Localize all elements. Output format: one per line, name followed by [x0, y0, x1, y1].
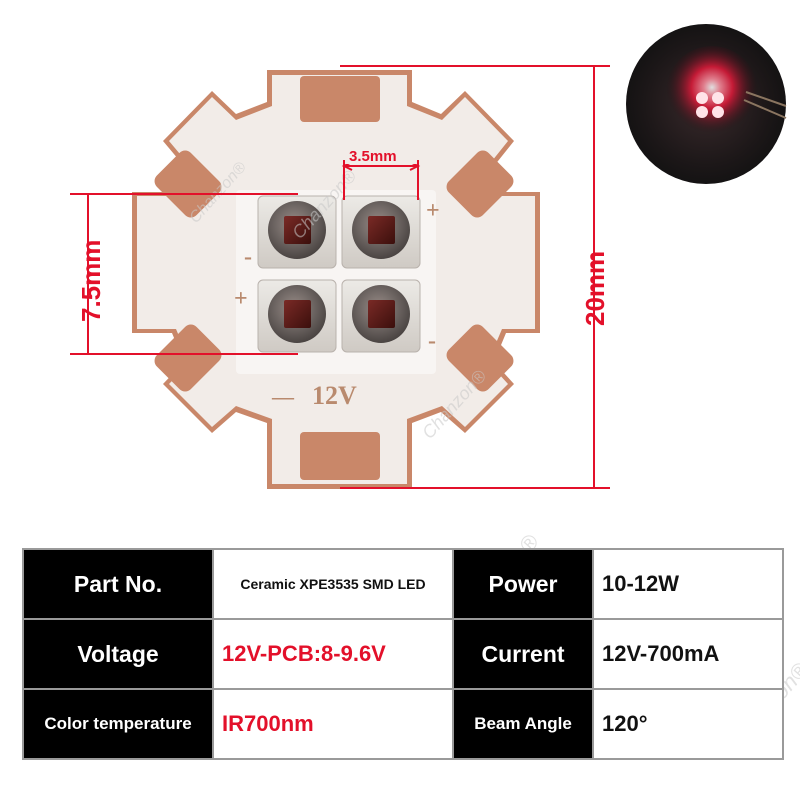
- led-emitter: [257, 279, 337, 353]
- pitch-label: 3.5mm: [349, 148, 397, 165]
- spec-key-voltage: Voltage: [22, 618, 214, 690]
- polarity-minus-right: -: [428, 328, 436, 354]
- pad-top-left: [154, 150, 222, 218]
- dimension-diameter: [340, 65, 610, 489]
- led-emitter: [257, 195, 337, 269]
- spec-key-power: Power: [452, 548, 594, 620]
- spec-value-current: 12V-700mA: [592, 618, 784, 690]
- pitch-label-bg: [346, 144, 416, 164]
- spec-key-current: Current: [452, 618, 594, 690]
- table-row: Part No. Ceramic XPE3535 SMD LED Power 1…: [22, 548, 784, 620]
- spec-key-color-temperature: Color temperature: [22, 688, 214, 760]
- height-label: 7.5mm: [76, 240, 106, 322]
- spec-value-part-no: Ceramic XPE3535 SMD LED: [212, 548, 454, 620]
- spec-table: Part No. Ceramic XPE3535 SMD LED Power 1…: [22, 548, 784, 760]
- polarity-minus-left: -: [244, 244, 252, 270]
- pad-bottom-left: [154, 324, 222, 392]
- lit-led-thumbnail: [626, 24, 787, 184]
- table-row: Color temperature IR700nm Beam Angle 120…: [22, 688, 784, 760]
- dimension-height: [70, 193, 298, 355]
- pad-top: [300, 76, 380, 122]
- led-emitter: [341, 195, 421, 269]
- spec-value-beam-angle: 120°: [592, 688, 784, 760]
- spec-key-beam-angle: Beam Angle: [452, 688, 594, 760]
- spec-value-voltage: 12V-PCB:8-9.6V: [212, 618, 454, 690]
- dimension-pitch: [341, 160, 421, 200]
- pad-bottom: [300, 432, 380, 480]
- pcb-board: + + - - — 12V Chanzon® Chanzon® Chanzon®: [132, 70, 540, 489]
- polarity-plus-right: +: [426, 198, 440, 224]
- spec-value-power: 10-12W: [592, 548, 784, 620]
- pad-top-right: [446, 150, 514, 218]
- led-emitter: [341, 279, 421, 353]
- diameter-label: 20mm: [580, 251, 610, 326]
- spec-key-part-no: Part No.: [22, 548, 214, 620]
- spec-value-color-temperature: IR700nm: [212, 688, 454, 760]
- pcb-voltage-mark: 12V: [312, 381, 357, 410]
- pcb-dash-mark: —: [271, 384, 295, 409]
- table-row: Voltage 12V-PCB:8-9.6V Current 12V-700mA: [22, 618, 784, 690]
- polarity-plus-left: +: [234, 286, 248, 312]
- pad-bottom-right: [446, 324, 514, 392]
